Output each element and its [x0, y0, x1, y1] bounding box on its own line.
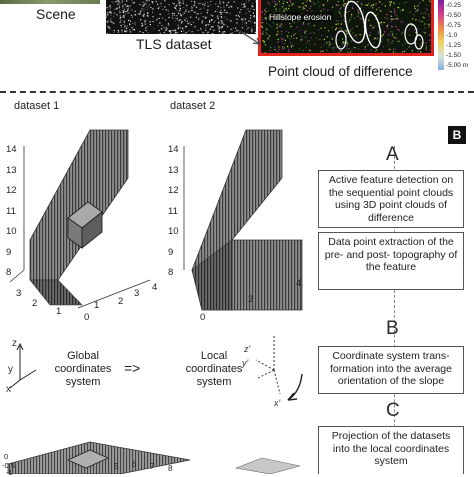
bottom-tick: 7	[150, 462, 154, 471]
colorbar-tick: -5.00 m	[446, 62, 468, 69]
dataset1-tick: 2	[32, 298, 37, 309]
tls-noise-texture	[106, 0, 256, 34]
bottom-tick: -1	[6, 468, 13, 477]
dataset1-tick: 0	[84, 312, 89, 323]
step-b-letter: B	[386, 318, 399, 340]
dataset1-tick: 4	[152, 282, 157, 293]
dataset1-tick: 1	[94, 300, 99, 311]
erosion-ellipse	[415, 35, 423, 49]
tls-dataset-image	[106, 0, 256, 34]
colorbar-tick: -1.50	[446, 52, 461, 59]
colorbar-tick: -0.50	[446, 12, 461, 19]
step-c-text: Projection of the datasets into the loca…	[332, 430, 451, 467]
dataset1-title: dataset 1	[14, 100, 59, 112]
dataset1-mesh-plot	[0, 120, 165, 330]
dataset2-tick: 2	[248, 294, 253, 305]
step-extraction-box: Data point extraction of the pre- and po…	[318, 232, 464, 290]
colorbar-tick: -0.75	[446, 22, 461, 29]
dataset1-tick: 3	[134, 288, 139, 299]
local-axis-z: z'	[244, 344, 250, 354]
dataset1-tick: 1	[56, 306, 61, 317]
bottom-tick: 6	[132, 460, 136, 469]
erosion-ellipse	[363, 11, 383, 49]
step-a-text: Active feature detection on the sequenti…	[329, 174, 453, 224]
dataset2-title: dataset 2	[170, 100, 215, 112]
dataset1-tick: 3	[16, 288, 21, 299]
global-axis-z: z	[12, 338, 17, 349]
step-c-box: Projection of the datasets into the loca…	[318, 426, 464, 474]
erosion-ellipse	[336, 31, 346, 49]
panel-b-badge: B	[448, 126, 466, 144]
step-b-text: Coordinate system trans-formation into t…	[330, 350, 452, 387]
colorbar-tick: -0.25	[446, 2, 461, 9]
projected-mesh-plot	[0, 412, 320, 474]
scene-image	[0, 0, 100, 4]
difference-label: Point cloud of difference	[268, 64, 413, 79]
hillslope-erosion-label: Hillslope erosion	[267, 12, 333, 22]
step-a-box: Active feature detection on the sequenti…	[318, 170, 464, 228]
local-coordinates-text: Local coordinates system	[186, 350, 243, 388]
dataset2-tick: 0	[200, 312, 205, 323]
bottom-tick: 0	[4, 452, 8, 461]
dataset1-tick: 2	[118, 296, 123, 307]
local-axes-icon	[250, 332, 314, 410]
step-extraction-text: Data point extraction of the pre- and po…	[325, 236, 458, 273]
local-axis-x: x'	[274, 398, 280, 408]
local-coordinates-label: Local coordinates system	[178, 350, 250, 389]
tls-label: TLS dataset	[136, 36, 212, 52]
section-separator	[0, 91, 474, 93]
colorbar-tick: -1.25	[446, 42, 461, 49]
difference-texture	[261, 0, 431, 53]
step-c-letter: C	[386, 400, 400, 422]
global-axis-x: x	[6, 384, 11, 395]
global-axis-y: y	[8, 364, 13, 375]
global-coordinates-label: Global coordinates system	[48, 350, 118, 389]
dataset2-tick: 4	[296, 278, 301, 289]
global-coordinates-text: Global coordinates system	[55, 350, 112, 388]
colorbar	[438, 0, 444, 70]
scene-label: Scene	[36, 6, 76, 22]
bottom-tick: 5	[114, 462, 118, 471]
colorbar-tick: -1.0	[446, 32, 457, 39]
step-a-letter: A	[386, 144, 399, 166]
transform-arrow: =>	[124, 360, 140, 376]
flow-arrow	[236, 28, 266, 48]
dataset2-mesh-plot	[162, 120, 322, 330]
bottom-tick: 8	[168, 464, 172, 473]
local-axis-y: y'	[242, 358, 248, 368]
step-b-box: Coordinate system trans-formation into t…	[318, 346, 464, 394]
point-cloud-difference-image: Hillslope erosion	[258, 0, 434, 56]
